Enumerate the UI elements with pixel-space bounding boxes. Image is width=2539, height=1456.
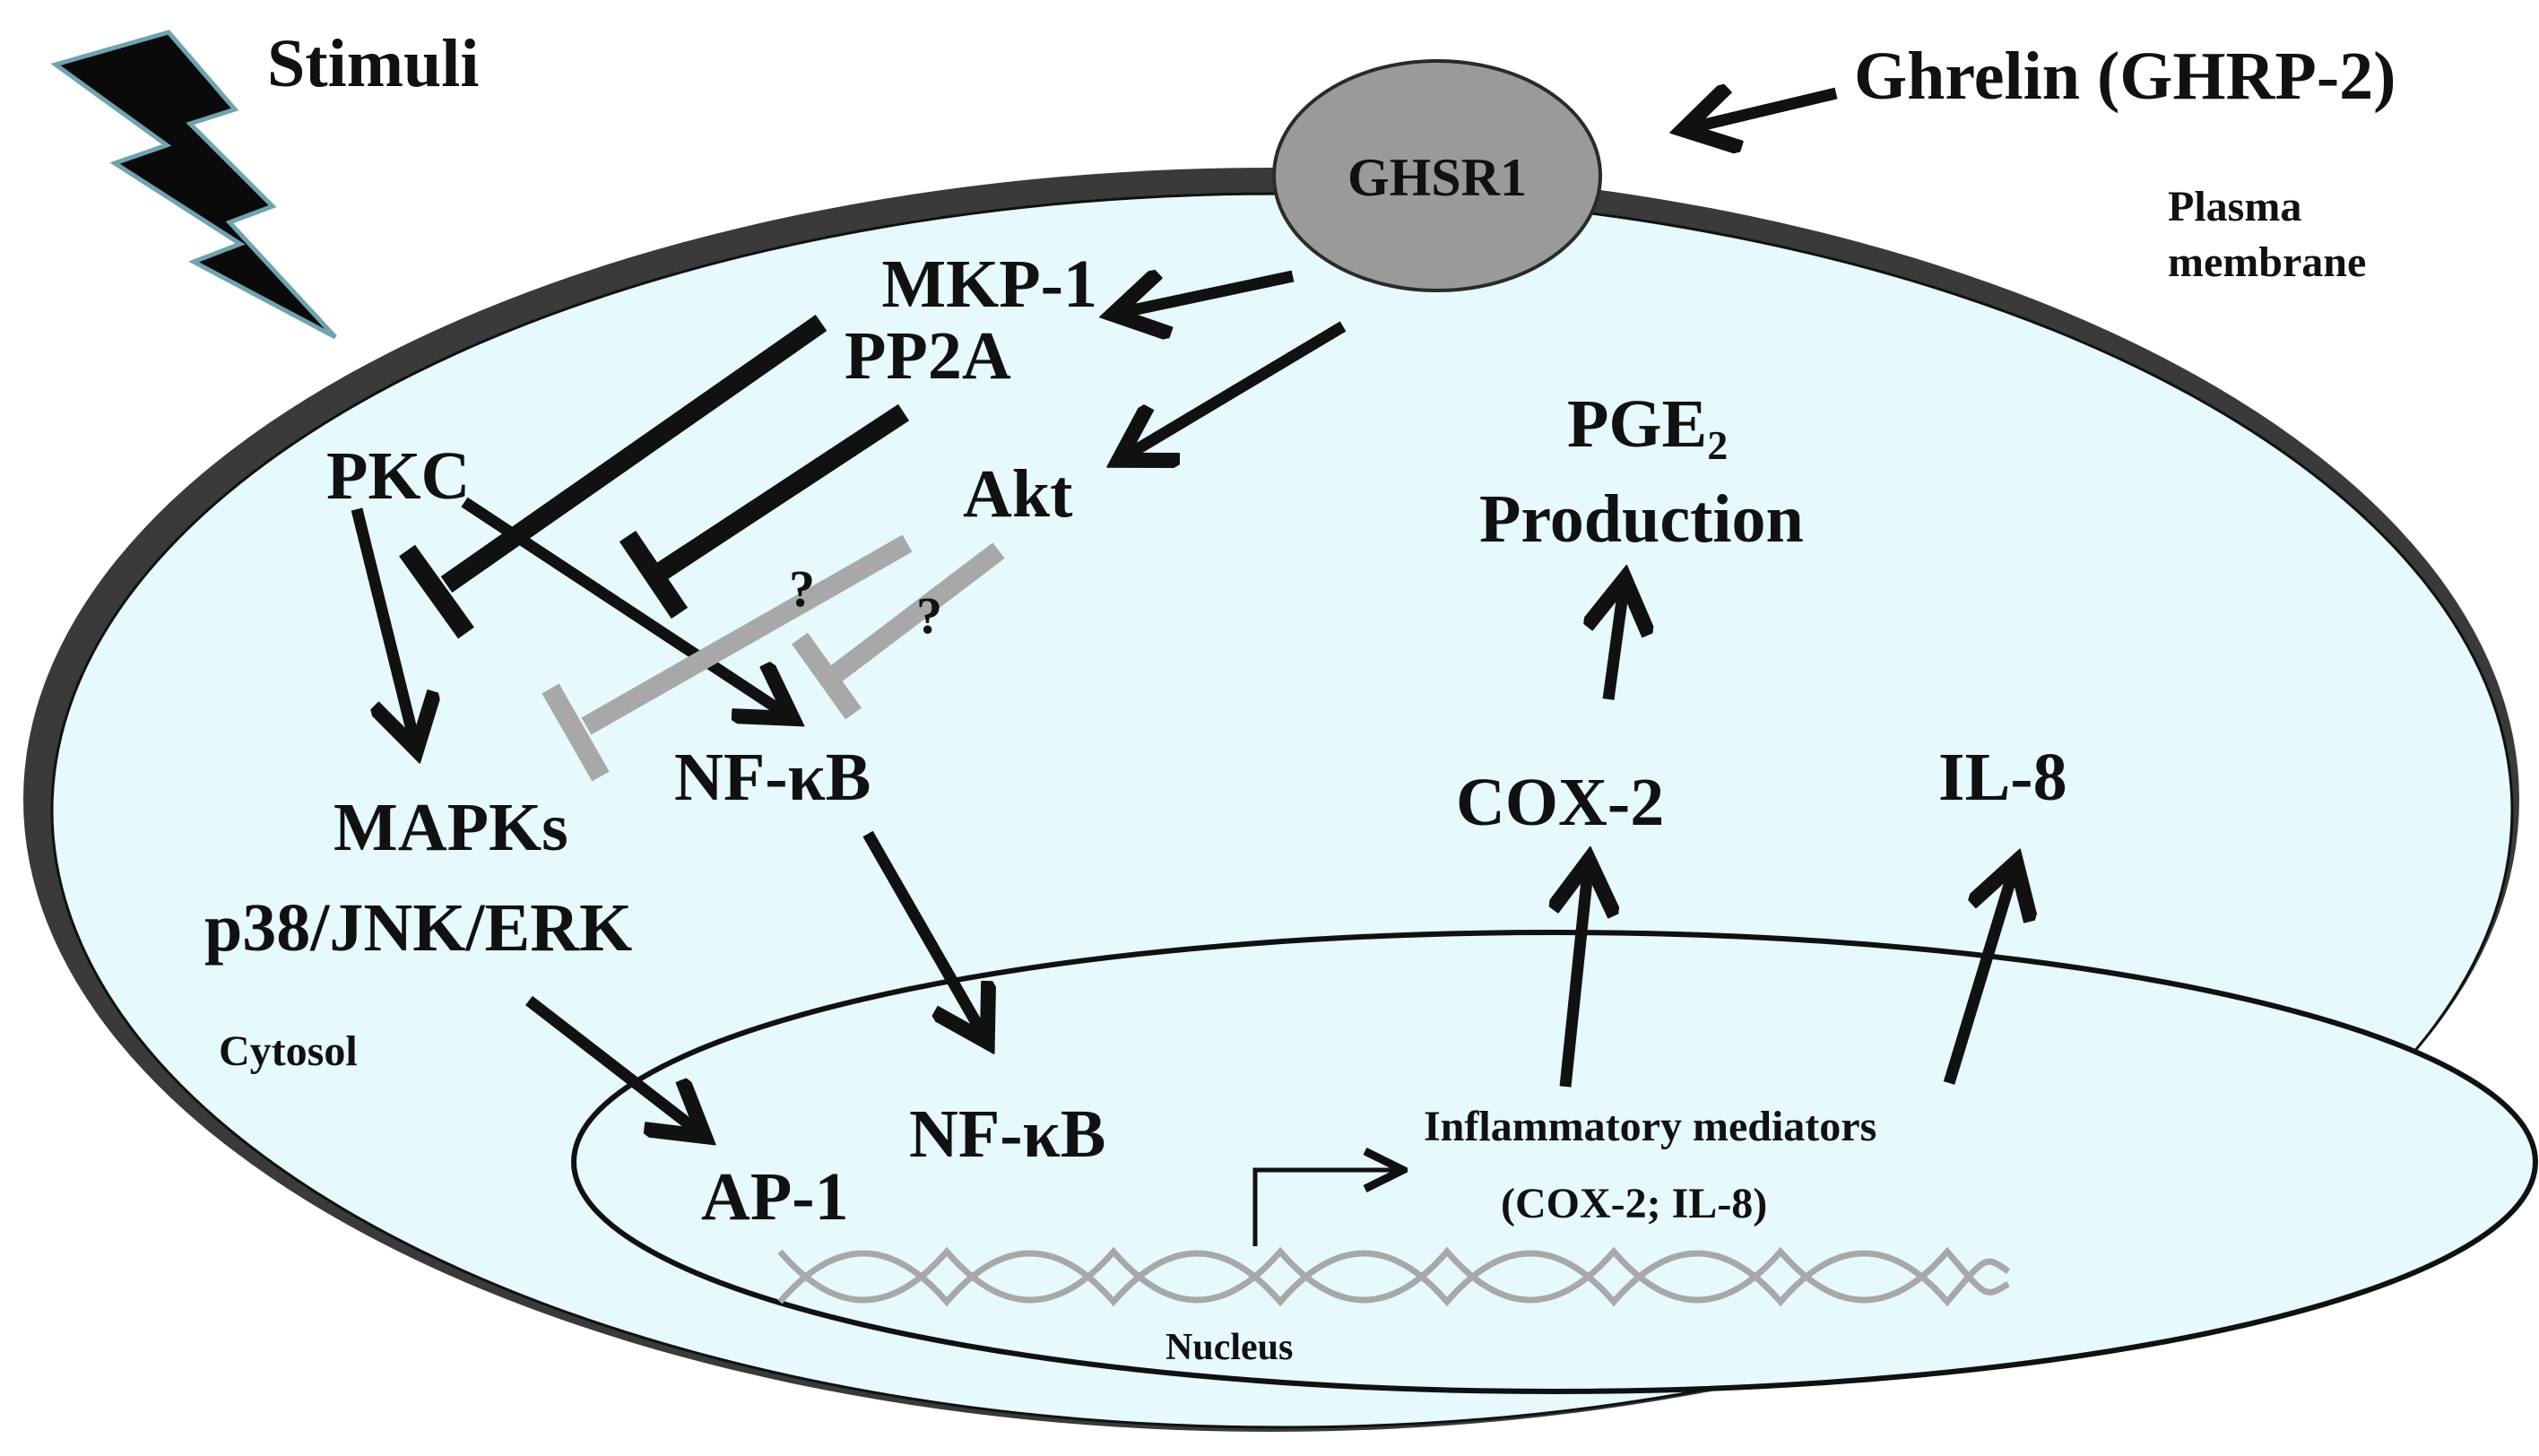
ghrelin-label: Ghrelin (GHRP-2) [1854,39,2396,114]
inflammatory-mediators-label: Inflammatory mediators [1424,1103,1876,1150]
inflammatory-mediators-list: (COX-2; IL-8) [1501,1180,1767,1227]
pge2-label: PGE2 [1567,386,1728,468]
mapks-members-label: p38/JNK/ERK [204,890,632,966]
mediators-to-il8-arrow [1943,864,2015,1085]
inhibition-lines [399,314,910,639]
akt-inhibits-mapks-uncertain [542,534,913,782]
transcription-start-arrow [1252,1170,1399,1246]
question-mark-1: ? [789,559,815,618]
pkc-label: PKC [326,438,470,514]
nfkb-cytosol-label: NF-κB [674,740,871,815]
cox2-to-pge2-arrow [1608,581,1625,700]
cytosol-label: Cytosol [219,1027,358,1075]
pp2a-label: PP2A [845,318,1011,394]
il8-label: IL-8 [1938,740,2067,815]
mapks-label: MAPKs [334,790,568,865]
mkp1-label: MKP-1 [881,247,1097,322]
plasma-membrane-label-line1: Plasma [2168,183,2301,230]
pkc-to-mapks-arrow [351,507,416,748]
nfkb-translocation-arrow [862,830,986,1040]
ghsr1-to-akt-arrow [1121,321,1347,459]
mediators-to-cox2-arrow [1565,862,1589,1088]
lightning-bolt-icon [50,30,337,340]
uncertain-inhibition-lines [542,534,1005,782]
mapks-to-ap1-arrow [525,995,703,1135]
labels: Stimuli Ghrelin (GHRP-2) GHSR1 Plasma me… [204,26,2396,1368]
akt-label: Akt [963,456,1072,532]
ghsr1-to-mkp1-arrow [1115,276,1295,314]
plasma-membrane-label-line2: membrane [2168,238,2366,286]
ghsr1-receptor [1272,59,1602,292]
nucleus-label: Nucleus [1166,1327,1293,1368]
ap1-label: AP-1 [701,1159,849,1235]
dna-helix-icon [777,1246,2010,1307]
stimuli-label: Stimuli [267,26,480,101]
ghsr1-label: GHSR1 [1347,148,1527,207]
cox2-label: COX-2 [1456,765,1664,840]
akt-inhibits-nfkb-uncertain [792,542,1005,720]
production-label: Production [1479,481,1804,557]
pp2a-inhibits-mapks [619,403,910,620]
nucleus-envelope [571,930,2538,1394]
nfkb-nucleus-label: NF-κB [909,1096,1106,1172]
question-mark-2: ? [916,586,942,645]
ghrelin-to-ghsr1-arrow [1685,93,1838,129]
mkp1-inhibits-mapks [399,314,828,639]
